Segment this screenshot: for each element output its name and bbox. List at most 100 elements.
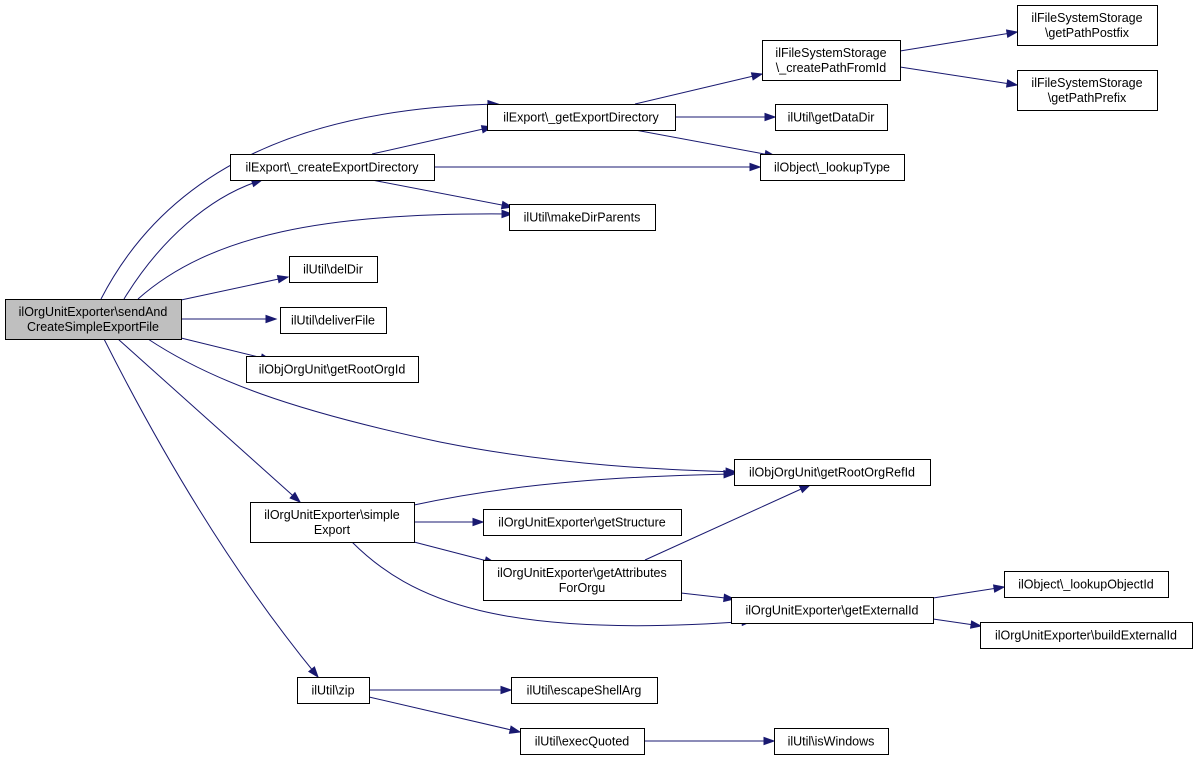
edge-zip-to-exec-quoted — [368, 696, 522, 734]
arrowhead-icon — [276, 274, 290, 284]
node-get-export-directory[interactable]: ilExport\_getExportDirectory — [487, 104, 676, 131]
edge-line — [899, 31, 1018, 52]
nodes-layer: ilOrgUnitExporter\sendAndCreateSimpleExp… — [5, 5, 1193, 755]
node-label: ilUtil\isWindows — [788, 735, 875, 749]
node-box — [280, 307, 387, 334]
edge-line — [180, 276, 289, 301]
node-label: ilExport\_createExportDirectory — [246, 161, 420, 175]
node-get-root-org-id[interactable]: ilObjOrgUnit\getRootOrgId — [246, 356, 419, 383]
node-label: ilObject\_lookupType — [774, 161, 890, 175]
edge-root-to-zip — [103, 338, 319, 679]
node-lookup-object-id[interactable]: ilObject\_lookupObjectId — [1004, 571, 1169, 598]
edges-layer — [100, 29, 1019, 746]
edge-root-to-make-dir-parents — [137, 209, 514, 300]
node-box — [762, 40, 901, 81]
arrowhead-icon — [308, 666, 319, 679]
edge-line — [634, 129, 776, 157]
node-label: ilUtil\delDir — [303, 263, 363, 277]
arrowhead-icon — [992, 584, 1006, 593]
node-label: ilFileSystemStorage — [1031, 11, 1142, 25]
node-label: Export — [314, 523, 351, 537]
node-exec-quoted[interactable]: ilUtil\execQuoted — [520, 728, 645, 755]
node-box — [230, 154, 435, 181]
arrowhead-icon — [750, 72, 764, 81]
edge-line — [368, 696, 521, 733]
node-del-dir[interactable]: ilUtil\delDir — [289, 256, 378, 283]
arrowhead-icon — [763, 736, 776, 746]
edge-line — [932, 586, 1005, 599]
edge-line — [117, 338, 301, 503]
node-box — [483, 509, 682, 536]
arrowhead-icon — [508, 725, 522, 734]
arrowhead-icon — [764, 112, 777, 122]
node-create-export-directory[interactable]: ilExport\_createExportDirectory — [230, 154, 435, 181]
node-zip[interactable]: ilUtil\zip — [297, 677, 370, 704]
edge-line — [147, 338, 737, 473]
node-lookup-type[interactable]: ilObject\_lookupType — [760, 154, 905, 181]
arrowhead-icon — [1005, 79, 1019, 88]
arrowhead-icon — [1005, 29, 1019, 38]
node-label: ilFileSystemStorage — [1031, 76, 1142, 90]
edge-create-export-directory-to-get-export-directory — [371, 125, 494, 155]
edge-create-path-from-id-to-get-path-postfix — [899, 29, 1019, 52]
edge-get-attributes-for-orgu-to-get-external-id — [680, 592, 736, 603]
edge-get-attributes-for-orgu-to-get-root-org-ref-id — [644, 484, 812, 561]
node-get-structure[interactable]: ilOrgUnitExporter\getStructure — [483, 509, 682, 536]
node-escape-shell-arg[interactable]: ilUtil\escapeShellArg — [511, 677, 658, 704]
edge-create-export-directory-to-make-dir-parents — [371, 179, 514, 210]
edge-line — [413, 473, 735, 506]
edge-root-to-simple-export — [117, 338, 302, 503]
arrowhead-icon — [289, 491, 302, 503]
node-box — [1017, 70, 1158, 111]
node-box — [1017, 5, 1158, 46]
edge-get-export-directory-to-create-path-from-id — [634, 72, 764, 105]
arrowhead-icon — [749, 162, 762, 172]
node-box — [483, 560, 682, 601]
node-label: ilObject\_lookupObjectId — [1018, 578, 1154, 592]
node-build-external-id[interactable]: ilOrgUnitExporter\buildExternalId — [980, 622, 1193, 649]
edge-line — [137, 213, 513, 300]
node-get-path-prefix[interactable]: ilFileSystemStorage\getPathPrefix — [1017, 70, 1158, 111]
node-label: ilUtil\escapeShellArg — [527, 684, 642, 698]
edge-line — [899, 66, 1018, 86]
arrowhead-icon — [723, 469, 736, 479]
edge-simple-export-to-get-attributes-for-orgu — [413, 541, 497, 565]
edge-line — [100, 103, 499, 300]
node-is-windows[interactable]: ilUtil\isWindows — [774, 728, 889, 755]
node-label: ForOrgu — [559, 581, 606, 595]
node-box — [520, 728, 645, 755]
edge-line — [371, 179, 513, 208]
arrowhead-icon — [969, 620, 983, 629]
node-box — [1004, 571, 1169, 598]
edge-line — [123, 179, 263, 300]
node-get-external-id[interactable]: ilOrgUnitExporter\getExternalId — [731, 597, 934, 624]
node-box — [487, 104, 676, 131]
node-box — [511, 677, 658, 704]
node-get-path-postfix[interactable]: ilFileSystemStorage\getPathPostfix — [1017, 5, 1158, 46]
node-label: ilOrgUnitExporter\getExternalId — [746, 604, 919, 618]
edge-get-export-directory-to-get-data-dir — [675, 112, 777, 122]
edge-get-external-id-to-build-external-id — [932, 618, 983, 629]
node-label: ilFileSystemStorage — [775, 46, 886, 60]
node-create-path-from-id[interactable]: ilFileSystemStorage\_createPathFromId — [762, 40, 901, 81]
node-box — [774, 728, 889, 755]
node-get-root-org-ref-id[interactable]: ilObjOrgUnit\getRootOrgRefId — [734, 459, 931, 486]
node-label: ilObjOrgUnit\getRootOrgRefId — [749, 466, 915, 480]
node-label: CreateSimpleExportFile — [27, 320, 159, 334]
root-node-box — [5, 299, 182, 340]
edge-simple-export-to-get-structure — [414, 517, 485, 527]
node-box — [760, 154, 905, 181]
edge-simple-export-to-get-root-org-ref-id — [413, 469, 736, 506]
node-label: ilUtil\makeDirParents — [524, 211, 641, 225]
node-make-dir-parents[interactable]: ilUtil\makeDirParents — [509, 204, 656, 231]
edge-root-to-create-export-directory — [123, 179, 264, 300]
arrowhead-icon — [265, 314, 278, 324]
edge-line — [103, 338, 319, 678]
node-box — [289, 256, 378, 283]
node-box — [297, 677, 370, 704]
node-root[interactable]: ilOrgUnitExporter\sendAndCreateSimpleExp… — [5, 299, 182, 340]
node-get-data-dir[interactable]: ilUtil\getDataDir — [775, 104, 888, 131]
node-deliver-file[interactable]: ilUtil\deliverFile — [280, 307, 387, 334]
